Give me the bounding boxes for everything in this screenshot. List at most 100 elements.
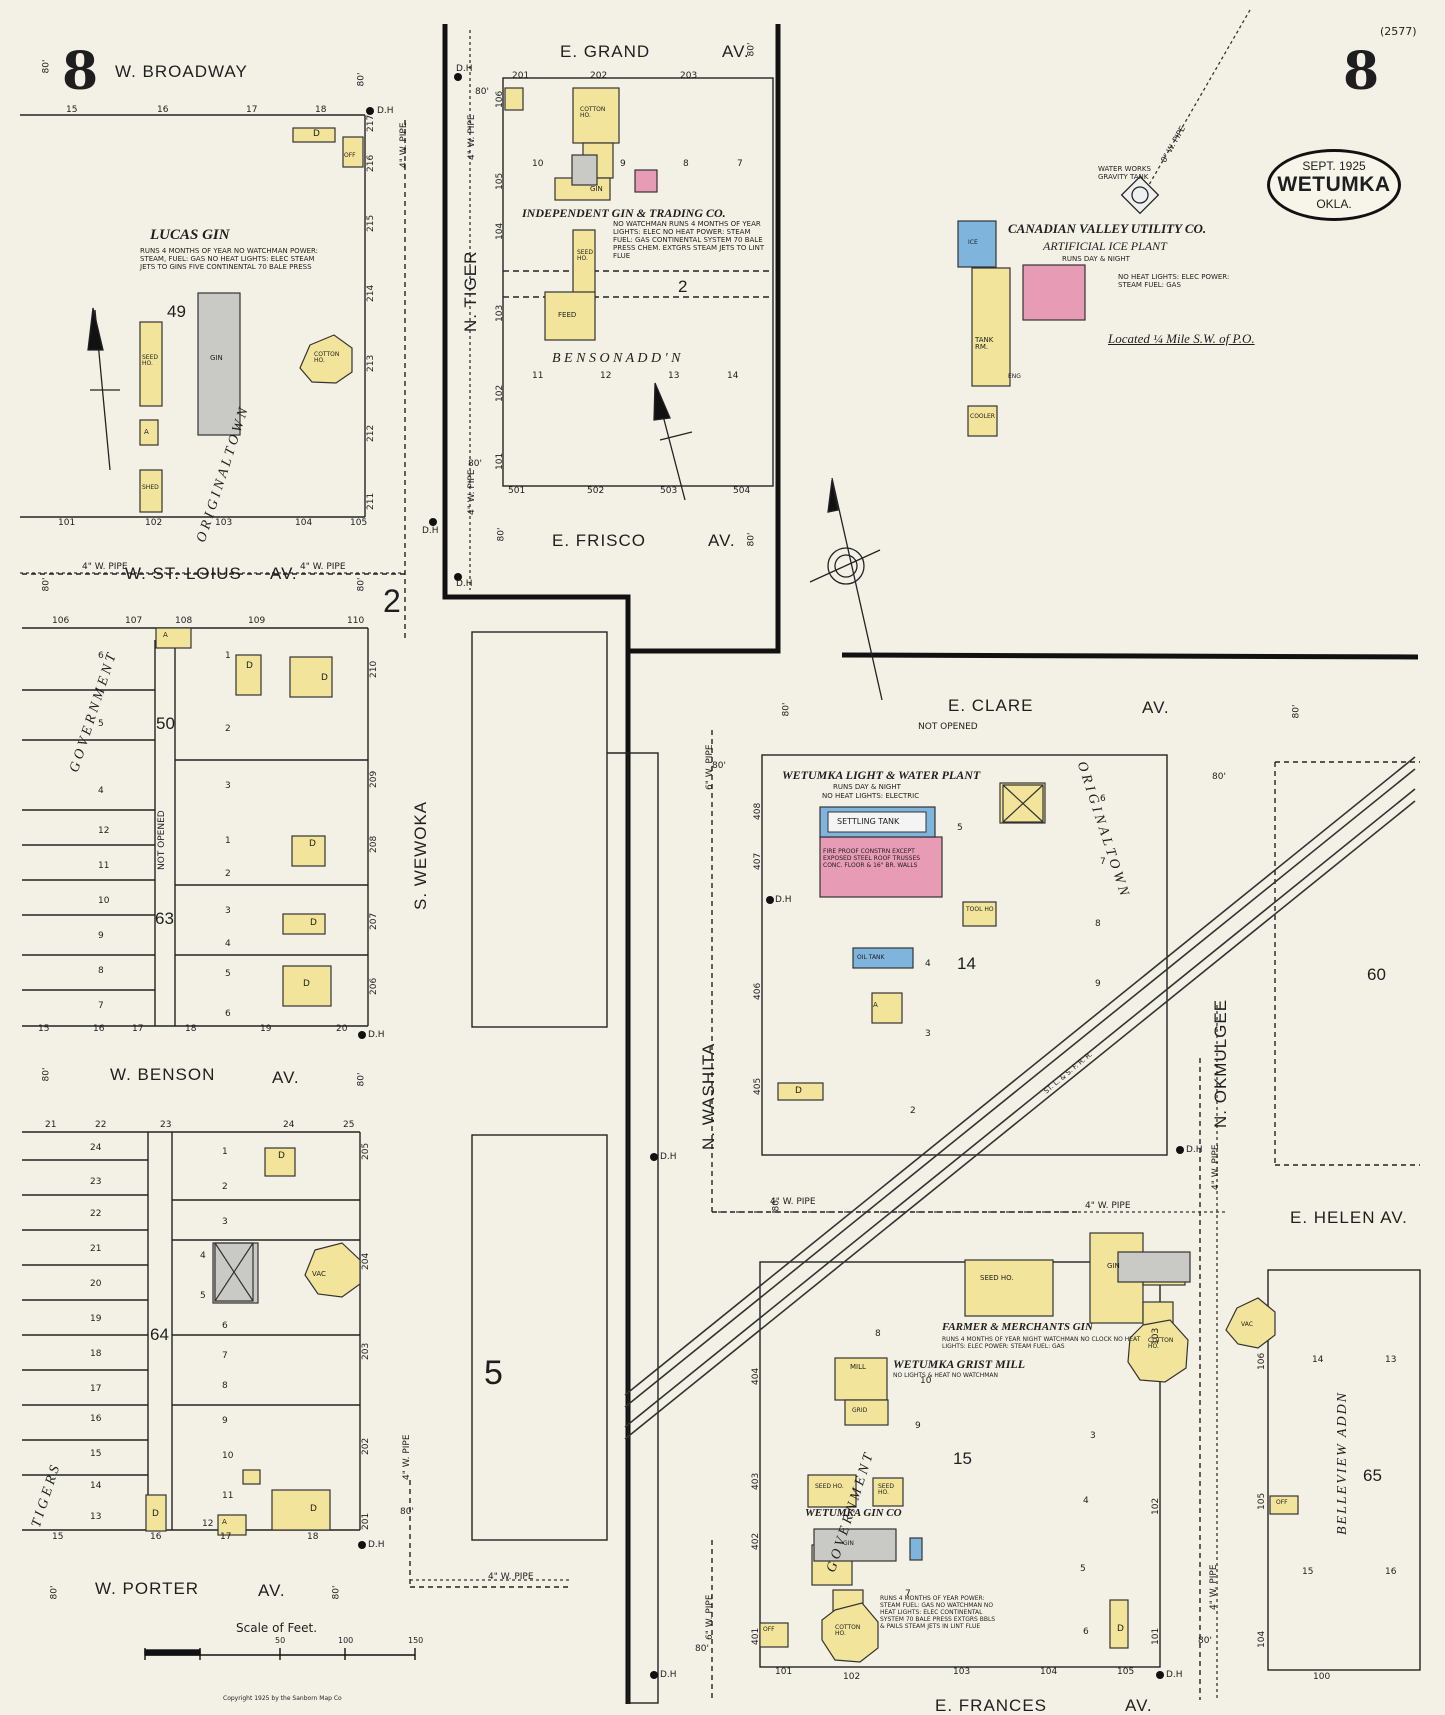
b65-lot-15: 15	[1302, 1567, 1314, 1577]
width-80-10: 80'	[712, 761, 726, 771]
benson-addn: B E N S O N A D D ' N	[552, 351, 681, 366]
bldg-tool-ho: TOOL HO	[966, 906, 994, 913]
b65-lot-14: 14	[1312, 1355, 1324, 1365]
addr-r-5: 213	[366, 354, 376, 372]
b50-bot-1: 15	[38, 1024, 50, 1034]
b14-l-4: 405	[753, 1077, 763, 1095]
benson-lot-11: 11	[532, 371, 544, 381]
tiger-addr-5: 102	[495, 384, 505, 402]
scale-tick-100: 100	[338, 1636, 354, 1645]
street-w-st-louis-av: AV.	[270, 564, 298, 583]
b50-left-7: 9	[98, 931, 104, 941]
b50-bot-2: 16	[93, 1024, 105, 1034]
bldg-d-9: D	[152, 1509, 159, 1519]
b14-l-2: 407	[753, 852, 763, 870]
block-50-63-outline	[22, 627, 369, 1027]
lot-bottom-4: 104	[295, 518, 313, 528]
tiger-addr-6: 101	[495, 452, 505, 470]
benson-lot-7: 7	[737, 159, 743, 169]
water-pipes	[20, 9, 1251, 1700]
street-w-benson-av: AV.	[272, 1068, 300, 1087]
block-5-outline	[471, 631, 659, 1704]
bldg-gin-3: GIN	[1107, 1262, 1120, 1270]
bldg-cotton-2: COTTON HO.	[580, 106, 606, 119]
b15-l-3: 402	[751, 1532, 761, 1550]
width-80-19: 80'	[1198, 1636, 1212, 1646]
wetumka-gin-label: WETUMKA GIN CO	[805, 1507, 902, 1519]
b64-top-2: 22	[95, 1120, 107, 1130]
b63-lot-4: 4	[225, 939, 231, 949]
bldg-eng-1: ENG	[1008, 373, 1021, 380]
bldg-d-4: D	[309, 839, 316, 849]
bldg-feed-1: FEED	[558, 311, 577, 319]
b64-r-2: 204	[361, 1252, 371, 1270]
b50-top-3: 108	[175, 616, 193, 626]
ice-plant-runs: RUNS DAY & NIGHT	[1062, 255, 1130, 263]
lot-bottom-1: 101	[58, 518, 76, 528]
lot-top-2: 16	[157, 105, 169, 115]
settling-tank	[827, 811, 927, 833]
b64-lot-7: 7	[222, 1351, 228, 1361]
addr-r-4: 214	[366, 284, 376, 302]
block-64: 64	[150, 1325, 169, 1344]
street-e-clare: E. CLARE	[948, 696, 1034, 715]
w-pipe-4-label-1: 4" W. PIPE	[82, 562, 128, 572]
street-n-tiger: N. TIGER	[461, 250, 480, 332]
frisco-2: 502	[587, 486, 605, 496]
width-80-4: 80'	[475, 87, 489, 97]
dashed-edges	[22, 120, 1420, 1700]
w-pipe-4-label-11: 4" W. PIPE	[1211, 1144, 1221, 1190]
w-pipe-4-label-3: 4" W. PIPE	[467, 114, 477, 160]
crossed-buildings	[214, 784, 1044, 1302]
b14-lot-2: 4	[925, 959, 931, 969]
bldg-a-4: A	[873, 1001, 878, 1009]
b14-r-3: 8	[1095, 919, 1101, 929]
lot-top-1: 15	[66, 105, 78, 115]
b64-left-6: 19	[90, 1314, 102, 1324]
b50-bot-4: 18	[185, 1024, 197, 1034]
gin-block-gray	[197, 154, 1191, 1562]
b65-l-1: 106	[1257, 1352, 1267, 1370]
b64-bot-3: 17	[220, 1532, 232, 1542]
farmers-gin-label: FARMER & MERCHANTS GIN	[942, 1321, 1093, 1333]
b64-lot-1: 1	[222, 1147, 228, 1157]
frisco-3: 503	[660, 486, 678, 496]
b64-left-12: 13	[90, 1512, 102, 1522]
lucas-gin-note: RUNS 4 MONTHS OF YEAR NO WATCHMAN POWER:…	[140, 247, 319, 271]
block-2-west: 2	[383, 583, 401, 619]
b63-lot-5: 5	[225, 969, 231, 979]
b15-r-3: 101	[1151, 1627, 1161, 1645]
hydrant-label-10: D.H	[660, 1670, 677, 1680]
width-80-1: 80'	[41, 59, 52, 74]
b50-left-8: 8	[98, 966, 104, 976]
hydrant-label-8: D.H	[660, 1152, 677, 1162]
b14-lot-1: 5	[957, 823, 963, 833]
b64-left-7: 18	[90, 1349, 102, 1359]
b64-lot-8: 8	[222, 1381, 228, 1391]
b50-top-4: 109	[248, 616, 266, 626]
b63-lot-2: 2	[225, 869, 231, 879]
bldg-cotton-4: COTTON HO.	[835, 1624, 861, 1637]
b64-bot-2: 16	[150, 1532, 162, 1542]
sheet-ref: (2577)	[1380, 25, 1417, 38]
b15-l-1: 404	[751, 1367, 761, 1385]
b63-lot-3: 3	[225, 906, 231, 916]
grist-mill-note: NO LIGHTS & HEAT NO WATCHMAN	[893, 1372, 999, 1379]
b15-r-2: 102	[1151, 1497, 1161, 1515]
width-80-7: 80'	[496, 527, 507, 542]
bldg-oil-tank: OIL TANK	[857, 954, 885, 961]
farmers-gin-note: RUNS 4 MONTHS OF YEAR NIGHT WATCHMAN NO …	[942, 1336, 1141, 1350]
width-80-6: 80'	[746, 532, 757, 547]
width-80-21: 80'	[41, 577, 52, 592]
b15-b-3: 103	[953, 1667, 971, 1677]
b15-lot-5: 5	[1080, 1564, 1086, 1574]
railroad-tracks	[624, 756, 1416, 1440]
b65-l-2: 105	[1257, 1492, 1267, 1510]
block-2-outline	[502, 77, 774, 487]
bldg-d-5: D	[310, 918, 317, 928]
block-63: 63	[155, 909, 174, 928]
width-80-2: 80'	[356, 72, 367, 87]
b50-r-2: 209	[369, 770, 379, 788]
b64-lot-11: 11	[222, 1491, 234, 1501]
lot-top-4: 18	[315, 105, 327, 115]
